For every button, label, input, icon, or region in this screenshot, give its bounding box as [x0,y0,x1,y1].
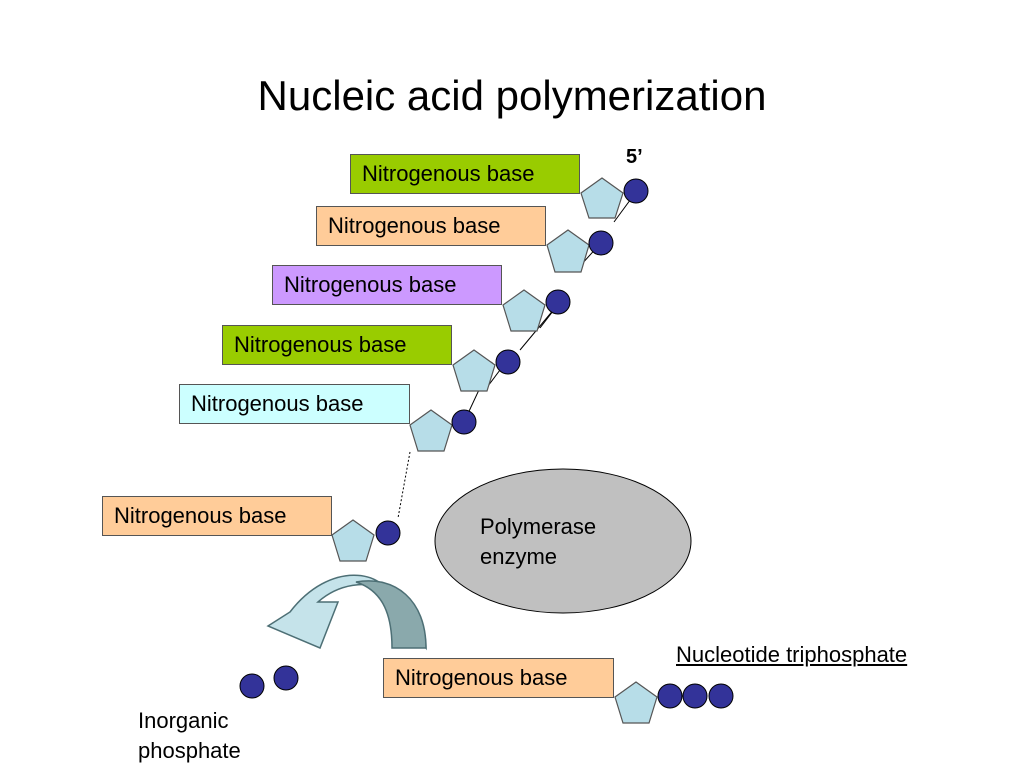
phosphate-circle-icon [623,178,649,204]
strand-base-box: Nitrogenous base [179,384,410,424]
phosphates [239,178,734,709]
pentagon-sugar-icon [580,177,624,219]
phosphate-circle-icon [239,673,265,699]
phosphate-circle-icon [375,520,401,546]
phosphate-circle-icon [588,230,614,256]
strand-base-box: Nitrogenous base [222,325,452,365]
phosphate-circle-icon [451,409,477,435]
strand-base-box: Nitrogenous base [272,265,502,305]
ntp-label: Nucleotide triphosphate [676,642,908,667]
polymerase-enzyme [434,468,692,614]
sugars [331,177,658,724]
phosphate-circle-icon [708,683,734,709]
enzyme-label-line1: Polymerase [480,514,597,539]
five-prime-label: 5’ [626,146,643,168]
new-bond-dotted [397,451,411,519]
phosphate-circle-icon [545,289,571,315]
phosphate-circle-icon [657,683,683,709]
pentagon-sugar-icon [546,229,590,273]
enzyme-label: Polymerase enzyme [480,512,596,572]
inorganic-phosphate-line1: Inorganic [138,708,229,733]
curved-arrow-icon [266,574,427,651]
strand-base-box: Nitrogenous base [316,206,546,246]
inorganic-phosphate-line2: phosphate [138,738,241,763]
strand-base-box: Nitrogenous base [350,154,580,194]
inorganic-phosphate-label: Inorganic phosphate [138,706,241,766]
enzyme-label-line2: enzyme [480,544,558,569]
phosphate-circle-icon [495,349,521,375]
pentagon-sugar-icon [409,409,453,452]
phosphate-circle-icon [273,665,299,691]
pentagon-sugar-icon [502,289,546,332]
pentagon-sugar-icon [452,349,496,392]
pentagon-sugar-icon [331,519,375,562]
ntp-base-box: Nitrogenous base [383,658,614,698]
phosphate-circle-icon [682,683,708,709]
pentagon-sugar-icon [614,681,658,724]
page-title: Nucleic acid polymerization [257,72,767,119]
incoming-base-box: Nitrogenous base [102,496,332,536]
